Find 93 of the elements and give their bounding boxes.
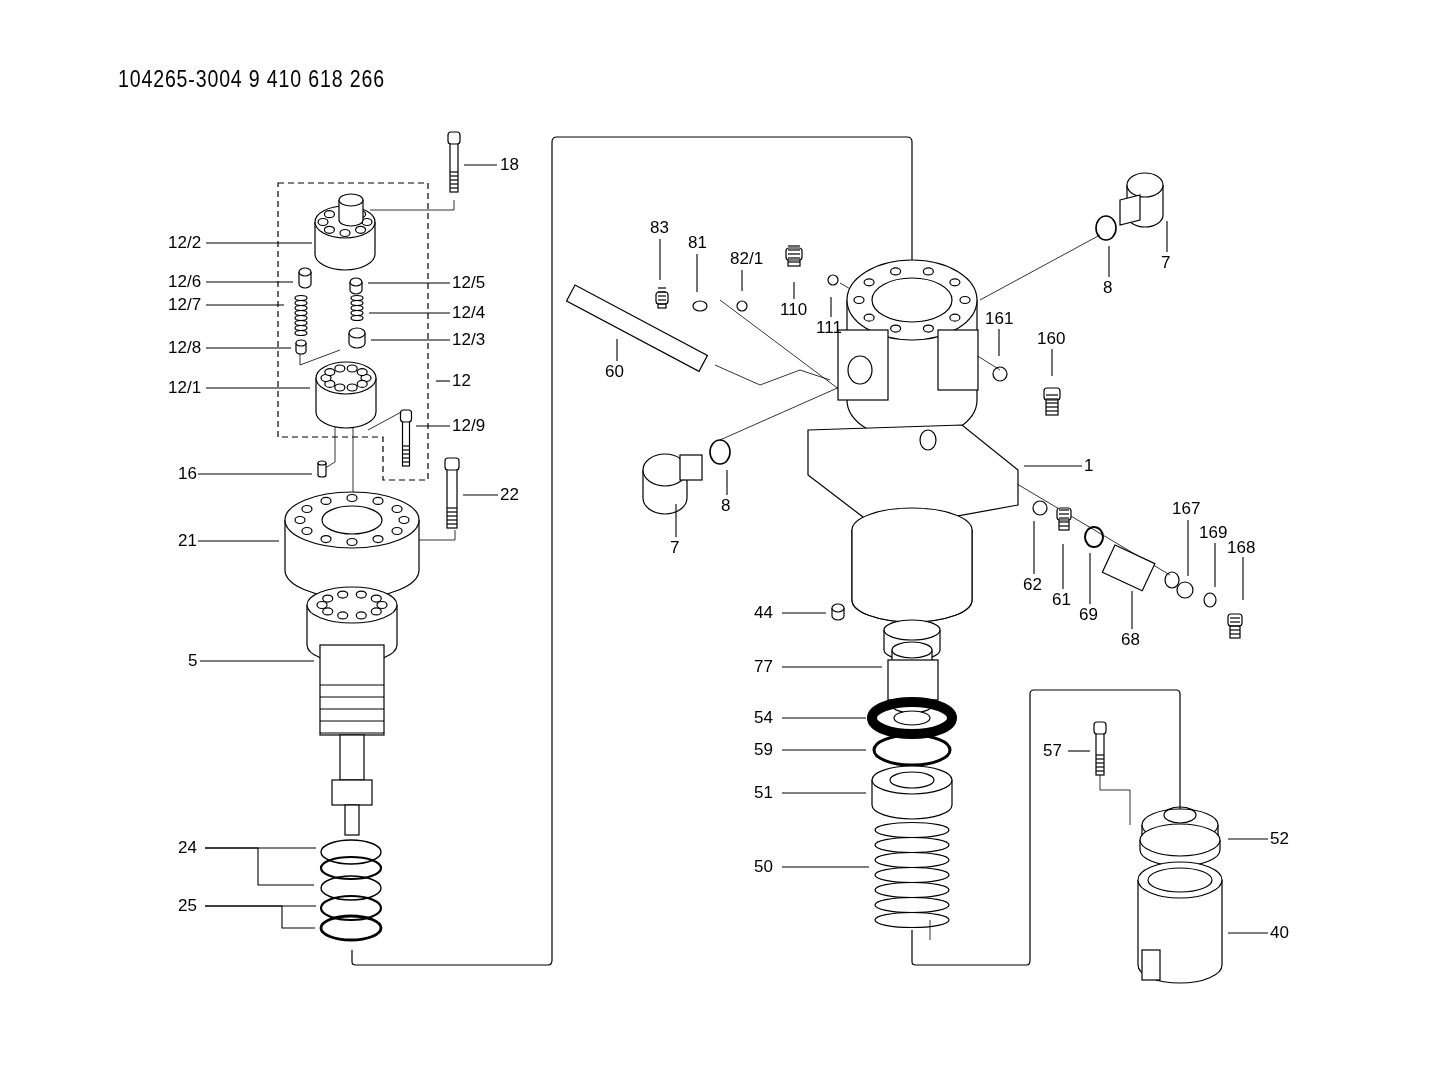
leader-line bbox=[1062, 543, 1064, 590]
callout-number: 169 bbox=[1199, 524, 1228, 542]
callout-number: 8 bbox=[721, 497, 731, 515]
leader-line bbox=[462, 494, 499, 496]
leader-line bbox=[675, 503, 677, 538]
callout-number: 57 bbox=[1043, 742, 1062, 760]
leader-line bbox=[1187, 519, 1189, 577]
callout-number: 68 bbox=[1121, 631, 1140, 649]
leader-line bbox=[435, 380, 451, 382]
callout-number: 12/5 bbox=[452, 274, 486, 292]
leader-line bbox=[463, 164, 498, 166]
callout-number: 82/1 bbox=[730, 250, 764, 268]
leader-line bbox=[616, 338, 618, 362]
callout-number: 51 bbox=[754, 784, 773, 802]
callout-number: 12/9 bbox=[452, 417, 486, 435]
leader-line bbox=[659, 238, 661, 281]
leader-line bbox=[1023, 465, 1083, 467]
callout-number: 50 bbox=[754, 858, 773, 876]
callout-number: 22 bbox=[500, 486, 519, 504]
callout-number: 12/3 bbox=[452, 331, 486, 349]
callout-number: 12/4 bbox=[452, 304, 486, 322]
leader-line bbox=[204, 847, 315, 886]
leader-line bbox=[205, 281, 294, 283]
callout-number: 54 bbox=[754, 709, 773, 727]
leader-line bbox=[998, 328, 1000, 357]
callout-number: 7 bbox=[1161, 254, 1171, 272]
leader-line bbox=[367, 282, 451, 284]
callout-number: 12/2 bbox=[168, 234, 202, 252]
leader-line bbox=[1131, 590, 1133, 630]
leader-line bbox=[793, 281, 795, 300]
leader-line bbox=[1227, 838, 1269, 840]
callout-number: 167 bbox=[1172, 500, 1201, 518]
title: 104265-3004 9 410 618 266 bbox=[118, 66, 385, 93]
leader-line bbox=[781, 717, 867, 719]
callout-number: 59 bbox=[754, 741, 773, 759]
callout-number: 61 bbox=[1052, 591, 1071, 609]
callout-number: 8 bbox=[1103, 279, 1113, 297]
leader-line bbox=[1033, 520, 1035, 575]
callout-number: 16 bbox=[178, 465, 197, 483]
leader-line bbox=[1242, 556, 1244, 601]
callout-number: 83 bbox=[650, 219, 669, 237]
callout-number: 1 bbox=[1084, 457, 1094, 475]
leader-line bbox=[1051, 348, 1053, 377]
leader-line bbox=[781, 666, 883, 668]
leader-line bbox=[1214, 542, 1216, 588]
callout-number: 160 bbox=[1037, 330, 1066, 348]
leader-line bbox=[205, 242, 313, 244]
callout-number: 81 bbox=[688, 234, 707, 252]
callout-number: 161 bbox=[985, 310, 1014, 328]
callout-number: 44 bbox=[754, 604, 773, 622]
callout-number: 7 bbox=[670, 539, 680, 557]
leader-line bbox=[741, 269, 743, 292]
leader-line bbox=[726, 469, 728, 496]
callout-number: 69 bbox=[1079, 606, 1098, 624]
leader-line bbox=[781, 866, 870, 868]
leader-line bbox=[197, 473, 313, 475]
leader-line bbox=[415, 425, 451, 427]
callout-number: 12/8 bbox=[168, 339, 202, 357]
leader-line bbox=[205, 347, 292, 349]
callout-number: 18 bbox=[500, 156, 519, 174]
leader-line bbox=[1089, 552, 1091, 605]
leader-line bbox=[199, 660, 315, 662]
callout-number: 25 bbox=[178, 897, 197, 915]
leader-line bbox=[1166, 220, 1168, 253]
leader-line bbox=[370, 339, 451, 341]
leader-line bbox=[781, 612, 827, 614]
leader-line bbox=[830, 296, 832, 318]
callout-number: 12/1 bbox=[168, 379, 202, 397]
callout-number: 168 bbox=[1227, 539, 1256, 557]
leader-line bbox=[1067, 750, 1091, 752]
leader-line bbox=[205, 304, 285, 306]
leader-line bbox=[781, 749, 867, 751]
callout-number: 77 bbox=[754, 658, 773, 676]
leader-line bbox=[368, 312, 451, 314]
leader-line bbox=[204, 905, 316, 929]
leader-line bbox=[197, 540, 280, 542]
callout-number: 21 bbox=[178, 532, 197, 550]
callout-number: 52 bbox=[1270, 830, 1289, 848]
callout-number: 5 bbox=[188, 652, 198, 670]
callout-number: 62 bbox=[1023, 576, 1042, 594]
callout-number: 12/6 bbox=[168, 273, 202, 291]
callout-number: 60 bbox=[605, 363, 624, 381]
leader-line bbox=[1227, 932, 1269, 934]
callout-number: 110 bbox=[780, 301, 808, 319]
leader-line bbox=[696, 253, 698, 293]
callout-number: 111 bbox=[816, 319, 842, 337]
leader-line bbox=[1108, 245, 1110, 278]
callout-number: 12/7 bbox=[168, 296, 202, 314]
leader-line bbox=[781, 792, 867, 794]
callout-number: 24 bbox=[178, 839, 197, 857]
leader-line bbox=[205, 387, 311, 389]
callout-number: 40 bbox=[1270, 924, 1289, 942]
callout-number: 12 bbox=[452, 372, 471, 390]
